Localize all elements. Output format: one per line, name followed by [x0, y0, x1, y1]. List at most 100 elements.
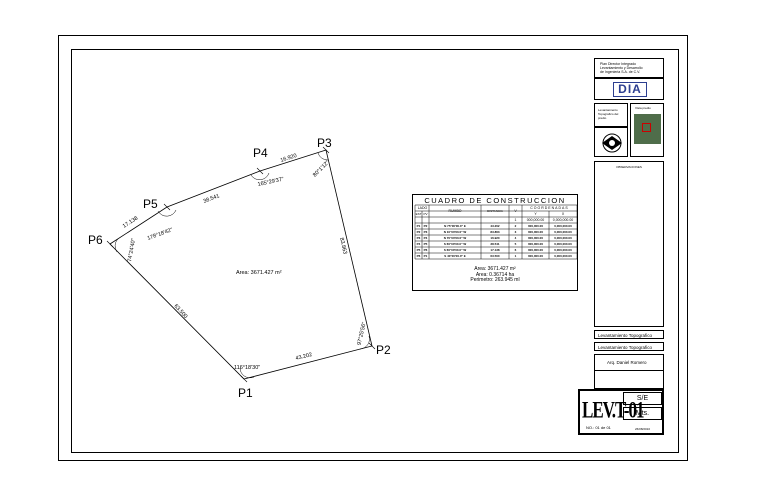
angle-p3: 80°1'12" [312, 160, 331, 179]
project-label-1: Levantamiento Topografico [598, 333, 652, 338]
table-cell-est: P3 [416, 236, 421, 240]
table-cell-v: 5 [514, 242, 517, 246]
table-cell-est: P1 [416, 224, 421, 228]
observations-box: OBSERVACIONES [594, 161, 664, 327]
small-note-1: Levantamiento [598, 108, 618, 112]
cell-y: 000,000.00 [526, 218, 545, 222]
table-cell-x: 0,000,000.00 [554, 254, 572, 258]
table-cell-y: 000,000.00 [527, 242, 543, 246]
table-cell-y: 000,000.00 [527, 254, 543, 258]
table-cell-dist: 38.541 [490, 242, 500, 246]
col-v: V [514, 209, 517, 213]
angle-arc-p1 [239, 367, 255, 379]
col-est: EST [415, 212, 422, 216]
drawing-code: LEV.T-01 [582, 397, 644, 423]
point-label-p2: P2 [376, 343, 391, 357]
table-grid [414, 204, 578, 260]
date-value: 26/08/2010 [635, 427, 651, 431]
table-cell-v: 4 [514, 236, 517, 240]
angle-arc-p2 [359, 335, 370, 350]
aerial-photo-image [634, 114, 661, 144]
small-note-2: Topografico del predio [598, 112, 619, 120]
table-cell-x: 0,000,000.00 [554, 242, 572, 246]
area-label: Area: 3671.427 m² [236, 270, 282, 276]
designer-name: Arq. Daniel Romero [607, 360, 647, 365]
table-cell-x: 0,000,000.00 [554, 248, 572, 252]
location-photo-box: Vista predio [630, 103, 664, 157]
table-cell-x: 0,000,000.00 [554, 224, 572, 228]
org-line-3: de Ingenieria S.A. de C.V. [600, 70, 641, 74]
distance-p4-p5: 38.541 [203, 193, 221, 205]
point-label-p6: P6 [88, 233, 103, 247]
title-block: Plan Director Integrado Levantamiento y … [578, 58, 668, 453]
distance-p1-p2: 43.202 [295, 352, 313, 362]
angle-arc-p6 [114, 238, 119, 253]
summary-perimetro: Perimetro: 263.945 ml [470, 277, 520, 284]
units-value: Mts. [623, 407, 662, 420]
distance-p6-p1: 63.500 [173, 303, 189, 320]
table-cell-est: P4 [416, 242, 421, 246]
table-cell-dist: 83.863 [490, 230, 500, 234]
table-cell-dist: 16.920 [490, 236, 500, 240]
table-cell-dist: 43.202 [490, 224, 500, 228]
project-label-2: Levantamiento Topografico [598, 345, 652, 350]
col-pv: PV [423, 212, 428, 216]
designer-divider [595, 370, 663, 371]
cell-v: 1 [514, 218, 517, 222]
observations-label: OBSERVACIONES [616, 165, 642, 169]
table-cell-rumbo: S 40°00'00.0" E [444, 254, 466, 258]
table-cell-v: 6 [514, 248, 517, 252]
photo-label: Vista predio [635, 106, 651, 110]
angle-p4: 165°29'37" [257, 177, 284, 188]
table-cell-v: 3 [514, 230, 517, 234]
distance-p2-p3: 83.863 [338, 237, 348, 255]
summary-area-ha: Area: 0.36714 ha [475, 271, 515, 278]
table-cell-pv: P1 [423, 254, 428, 258]
col-coordenadas: COORDENADAS [530, 206, 569, 210]
angle-arc-p5 [157, 209, 177, 217]
table-cell-pv: P3 [423, 230, 428, 234]
distance-p3-p4: 16.920 [280, 153, 298, 164]
point-label-p5: P5 [143, 197, 158, 211]
table-cell-est: P6 [416, 254, 421, 258]
org-line-2: Levantamiento y Desarrollo [600, 66, 643, 70]
table-cell-y: 000,000.00 [527, 224, 543, 228]
summary-area-m2: Area: 3671.427 m² [474, 266, 516, 272]
col-rumbo: RUMBO [448, 209, 462, 213]
angle-p1: 116°18'30" [234, 365, 260, 371]
logo-box: DIA [594, 78, 664, 100]
col-lado: LADO [417, 206, 428, 210]
table-cell-est: P5 [416, 248, 421, 252]
table-cell-pv: P2 [423, 224, 428, 228]
table-cell-y: 000,000.00 [527, 236, 543, 240]
table-cell-dist: 17.138 [490, 248, 500, 252]
north-arrow-icon [602, 133, 622, 153]
table-cell-pv: P6 [423, 248, 428, 252]
point-label-p1: P1 [238, 386, 253, 400]
angle-p6: 74°24'40" [127, 238, 137, 262]
drawing-code-box: LEV.T-01 NO.: 01 de 01 S/E Mts. 26/08/20… [578, 389, 664, 435]
lot-marker-icon [642, 123, 651, 132]
table-summary: Area: 3671.427 m² Area: 0.36714 ha Perim… [413, 266, 577, 284]
sheet-number: NO.: 01 de 01 [586, 425, 611, 430]
lot-polygon [109, 149, 373, 380]
angle-arc-p3 [317, 152, 329, 161]
distance-p5-p6: 17.138 [122, 215, 139, 229]
table-cell-rumbo: S 60°00'00.0" W [443, 242, 467, 246]
table-cell-v: 1 [514, 254, 517, 258]
table-cell-rumbo: S 60°00'00.0" W [443, 248, 467, 252]
table-cell-est: P2 [416, 230, 421, 234]
angle-p5: 178°18'42" [147, 227, 174, 242]
col-distancia: DISTANCIA [487, 209, 503, 213]
org-line-1: Plan Director Integrado [600, 62, 636, 66]
cell-x: 0,000,000.00 [552, 218, 574, 222]
table-cell-pv: P4 [423, 236, 428, 240]
sheet-outer-border [58, 35, 688, 461]
angle-arc-p4 [250, 172, 270, 181]
col-x: X [561, 212, 565, 216]
col-y: Y [534, 212, 537, 216]
company-logo: DIA [613, 82, 647, 97]
title-block-org: Plan Director Integrado Levantamiento y … [594, 58, 664, 78]
table-cell-pv: P5 [423, 242, 428, 246]
